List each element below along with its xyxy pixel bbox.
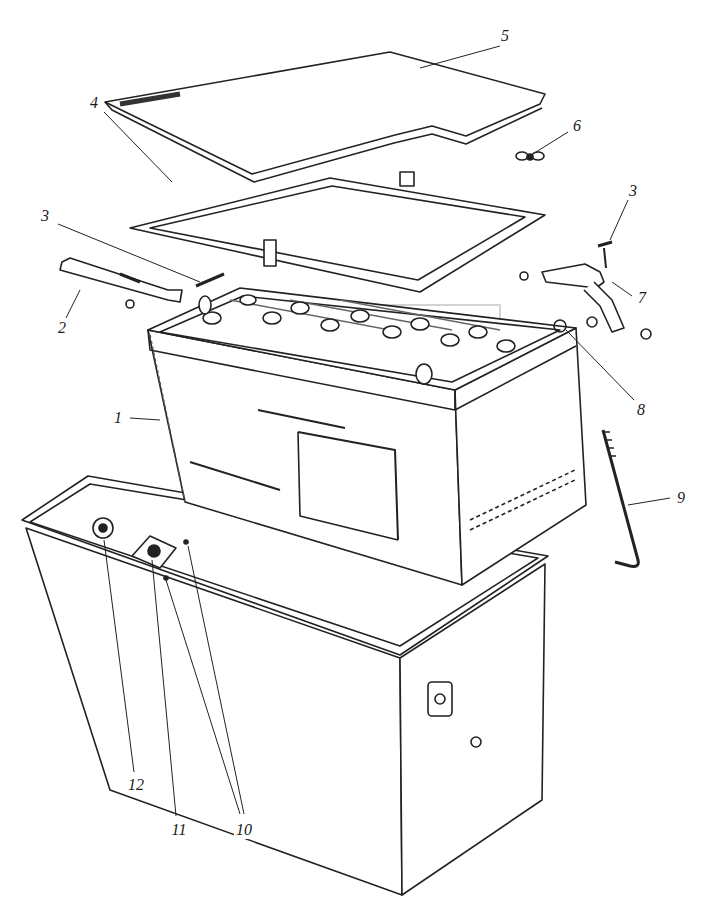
callout-number: 11	[170, 821, 189, 839]
callout-number: 3	[39, 207, 51, 225]
callout-number: 9	[675, 489, 687, 507]
callout-number: 4	[88, 94, 100, 112]
ground-strap	[520, 242, 651, 339]
callout-number: 7	[636, 289, 648, 307]
wing-nut	[516, 152, 544, 160]
tray-fittings	[93, 518, 188, 580]
callout-number: 3	[627, 182, 639, 200]
callout-number: 12	[126, 776, 146, 794]
callout-number: 5	[499, 27, 511, 45]
callout-number: 6	[571, 117, 583, 135]
terminal-clamp	[60, 258, 224, 308]
leader-lines	[58, 46, 670, 816]
battery	[148, 288, 586, 585]
callout-number: 10	[234, 821, 254, 839]
callout-number: 8	[635, 401, 647, 419]
hook-bolt	[603, 430, 638, 566]
callout-number: 1	[112, 409, 124, 427]
callout-number: 2	[56, 319, 68, 337]
battery-lid	[105, 52, 545, 182]
hold-down-frame	[130, 172, 545, 292]
